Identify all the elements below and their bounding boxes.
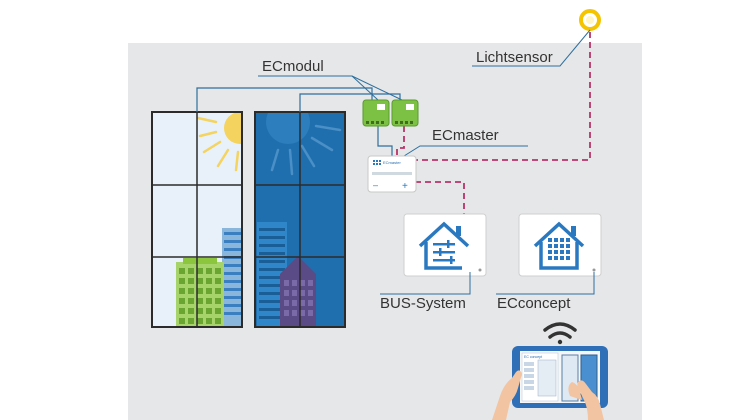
ecconcept-device — [518, 213, 602, 277]
bus-system-label: BUS-System — [380, 295, 466, 312]
ecmaster-brand: ECmaster — [383, 160, 401, 165]
ecmaster-minus: – — [373, 180, 378, 190]
sun-icon — [196, 112, 242, 172]
lichtsensor-leader — [472, 29, 591, 67]
ecconcept-label: ECconcept — [497, 295, 571, 312]
clear-window — [151, 111, 243, 328]
ecmaster-label: ECmaster — [432, 127, 499, 144]
lichtsensor-label: Lichtsensor — [476, 49, 553, 66]
ec-concept-house-icon — [533, 221, 585, 270]
ec-module-icon — [391, 99, 419, 127]
light-sensor-icon — [579, 9, 601, 31]
sun-tinted-icon — [266, 112, 342, 176]
ecconcept-leader — [496, 272, 595, 295]
bus-system-house-icon — [418, 221, 470, 270]
ecmaster-leader — [403, 145, 528, 157]
hands — [492, 370, 604, 420]
ec-master-icon: ECmaster – + — [367, 155, 417, 193]
tablet-app-title: EC concept — [524, 355, 542, 359]
tinted-window — [254, 111, 346, 328]
building-blue-light — [222, 228, 242, 327]
ecmaster-plus: + — [402, 181, 408, 192]
ec-module-icon — [362, 99, 390, 127]
building-purple — [280, 256, 316, 327]
bus-system-leader — [380, 272, 471, 295]
wifi-icon — [543, 322, 577, 345]
ecmodul-label: ECmodul — [262, 58, 324, 75]
bus-system-device — [403, 213, 487, 277]
building-green — [176, 258, 224, 327]
dashed-wires — [396, 32, 591, 214]
